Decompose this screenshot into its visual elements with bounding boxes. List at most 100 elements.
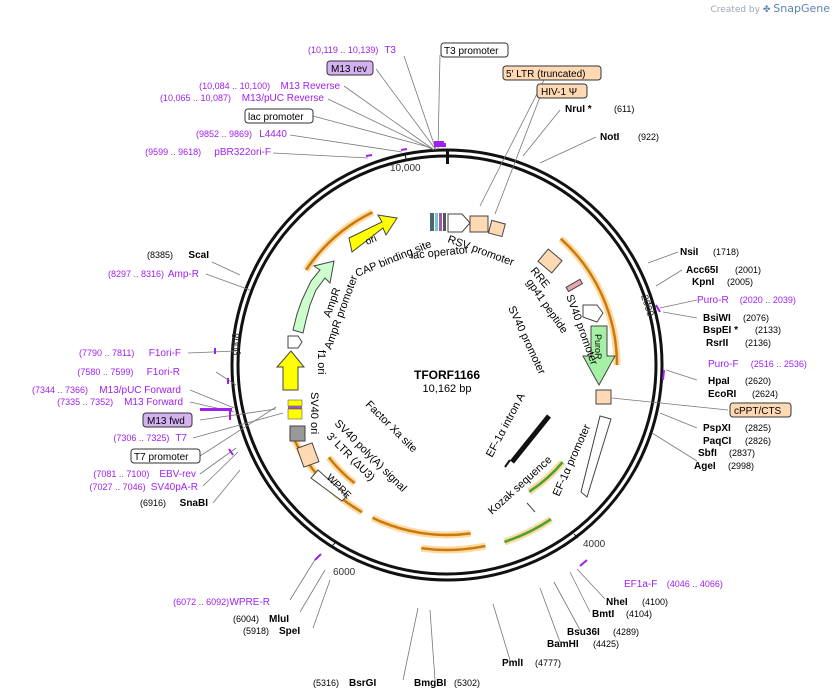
- primer-name: L4440: [259, 129, 287, 140]
- enzyme-site: PspXI (2825): [703, 423, 771, 434]
- enzyme-site: (5302)BmgBI: [414, 678, 480, 689]
- left-features: [275, 214, 398, 502]
- primer-range: (9852 .. 9869): [196, 129, 252, 139]
- orange-arc-ampr: [305, 211, 374, 271]
- orange-arc-wpre: [290, 433, 363, 514]
- ori-arrow: [348, 214, 398, 253]
- rre-block: [537, 248, 563, 274]
- enzyme-position: (2837): [729, 448, 755, 458]
- cppt-cts-box: [729, 402, 792, 418]
- primer-name: F1ori-R: [147, 367, 180, 378]
- enzyme-site: SbfI(2837): [698, 448, 755, 459]
- leader-lines: [187, 54, 729, 681]
- t3-promoter-arrow: [447, 213, 471, 233]
- ltr-truncated-label: 5′ LTR (truncated): [506, 69, 586, 80]
- m13-rev-box: [326, 60, 374, 76]
- primer-name: Puro-R: [697, 295, 729, 306]
- label-f1-ori: f1 ori: [315, 350, 327, 374]
- sv40-ori-block: [287, 399, 303, 407]
- enzyme-name: PspXI: [703, 423, 731, 434]
- green-arc-promoter: [528, 461, 564, 493]
- primer-range: (8297 .. 8316): [108, 269, 164, 279]
- primer-label: SV40pA-R(7027 .. 7046): [90, 482, 198, 493]
- enzyme-name: Acc65I: [686, 265, 718, 276]
- primer-name: F1ori-F: [149, 348, 181, 359]
- enzyme-name: NruI *: [565, 104, 592, 115]
- orange-arc-rsv: [559, 237, 619, 366]
- primer-name: M13/pUC Reverse: [242, 93, 325, 104]
- enzyme-site: (5316)BsrGI: [313, 678, 376, 689]
- enzyme-site: BamHI(4425): [547, 639, 619, 650]
- primer-name: T7: [175, 433, 187, 444]
- primer-label: M13/pUC Forward(7344 .. 7366): [32, 385, 181, 396]
- primer-range: (7081 .. 7100): [93, 469, 149, 479]
- enzyme-position: (611): [614, 104, 634, 114]
- primer-range: (2020 .. 2039): [740, 295, 796, 305]
- lac-operator-block: [430, 213, 434, 231]
- primer-range: (6072 .. 6092): [173, 597, 229, 607]
- ltr-truncated-box: [502, 65, 602, 81]
- enzyme-name: SnaBI: [180, 498, 209, 509]
- primer-range: (10,084 .. 10,100): [199, 81, 270, 91]
- enzyme-name: EcoRI: [708, 389, 737, 400]
- primer-range: (7790 .. 7811): [79, 348, 134, 358]
- enzyme-name: AgeI: [694, 461, 716, 472]
- primer-name: Amp-R: [168, 269, 199, 280]
- t3-promoter-box: [440, 42, 509, 58]
- enzyme-position: (6916): [140, 498, 166, 508]
- ampr-promoter-arrow: [287, 335, 303, 349]
- enzyme-position: (2826): [745, 436, 771, 446]
- ampr-arrow: [292, 260, 335, 334]
- enzyme-position: (2825): [745, 423, 771, 433]
- enzyme-position: (4289): [613, 627, 639, 637]
- enzyme-site: Bsu36I (4289): [567, 627, 639, 638]
- enzyme-position: (2998): [728, 461, 754, 471]
- enzyme-name: SpeI: [279, 626, 300, 637]
- primer-name: pBR322ori-F: [214, 147, 271, 158]
- t3-promoter-label: T3 promoter: [444, 46, 499, 57]
- enzyme-site: PaqCI (2826): [703, 436, 771, 447]
- sv40-polya-block: [289, 425, 306, 442]
- lac-promoter-box: [244, 108, 314, 124]
- primer-label: F1ori-F (7790 .. 7811): [79, 348, 181, 359]
- primer-range: (10,065 .. 10,087): [160, 93, 231, 103]
- m13-rev-label: M13 rev: [331, 64, 367, 75]
- enzyme-site: NotI(922): [600, 132, 659, 143]
- snapgene-name: SnapGene: [773, 2, 830, 15]
- wpre-block: [310, 469, 348, 502]
- primer-range: (4046 .. 4066): [667, 579, 723, 589]
- cppt-cts-label: cPPT/CTS: [734, 406, 782, 417]
- label-sv40-ori: SV40 ori: [308, 392, 320, 434]
- snapgene-brand: Created by ✤ SnapGene: [710, 2, 830, 15]
- enzyme-position: (4100): [642, 597, 668, 607]
- enzyme-name: BsrGI: [349, 678, 376, 689]
- enzyme-position: (922): [638, 132, 659, 142]
- label-ori: ori: [364, 233, 378, 247]
- enzyme-name: PaqCI: [703, 436, 732, 447]
- enzyme-position: (4777): [535, 658, 561, 668]
- ltr3-block: [296, 442, 320, 468]
- orange-arc-wpre-halo: [288, 432, 364, 516]
- enzyme-position: (2136): [745, 338, 771, 348]
- m13-fwd-label: M13 fwd: [147, 416, 185, 427]
- primer-label: pBR322ori-F(9599 .. 9618): [145, 147, 271, 158]
- enzyme-name: BmtI: [592, 609, 614, 620]
- primer-name: M13/pUC Forward: [99, 385, 181, 396]
- enzyme-name: BmgBI: [414, 678, 446, 689]
- hiv1-psi-label: HIV-1 Ψ: [541, 87, 577, 98]
- ef1a-promoter-arrow: [580, 415, 612, 498]
- primer-name: Puro-F: [708, 359, 739, 370]
- enzyme-name: BsiWI: [703, 313, 731, 324]
- label-puror: PuroR: [593, 334, 603, 360]
- primer-range: (7580 .. 7599): [77, 367, 133, 377]
- plasmid-size: 10,162 bp: [423, 383, 472, 395]
- primer-label: M13/pUC Reverse (10,065 .. 10,087): [160, 93, 324, 104]
- enzyme-name: PmlI: [502, 658, 523, 669]
- primer-label: Amp-R (8297 .. 8316): [108, 269, 199, 280]
- hiv1-psi-box: [536, 83, 588, 99]
- enzyme-name: Bsu36I: [567, 627, 600, 638]
- primer-range: (10,119 .. 10,139): [308, 45, 378, 55]
- primer-range: (7306 .. 7325): [113, 433, 169, 443]
- primer-range: (2516 .. 2536): [751, 359, 807, 369]
